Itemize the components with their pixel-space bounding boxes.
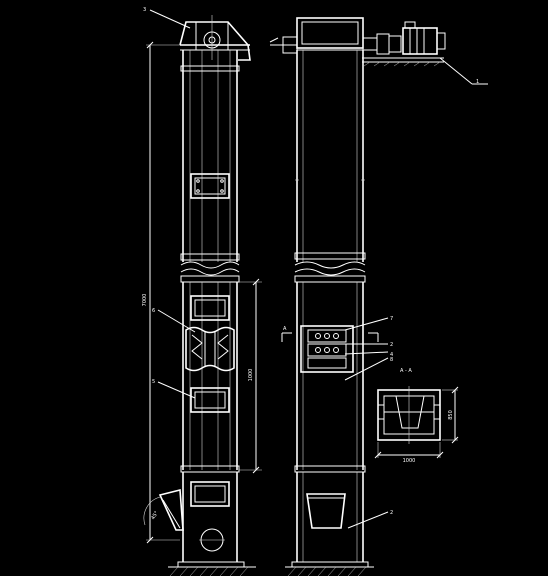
- leader-1-label: 1: [476, 79, 479, 85]
- front-leaders: 7 2 4 8: [344, 316, 393, 381]
- leader-5-label: 5: [152, 379, 155, 385]
- drive-unit: 1: [362, 21, 488, 85]
- front-boot-section: 2: [291, 472, 393, 568]
- side-mid-window-bottom: [190, 387, 230, 413]
- dimension-overall-height: 7000: [142, 41, 180, 544]
- overall-height-label: 7000: [142, 294, 148, 307]
- side-ground: [168, 566, 256, 576]
- leader-2-label: 2: [390, 342, 393, 348]
- side-feed-hopper: [158, 488, 184, 531]
- front-view: 1: [269, 17, 488, 576]
- section-height-label: 850: [448, 410, 454, 420]
- section-a-a: A - A 1000 850: [374, 368, 459, 464]
- side-head-housing: [179, 15, 251, 61]
- leader-7-label: 7: [390, 316, 393, 322]
- leader-3-label: 3: [143, 7, 146, 13]
- section-mark-left: A: [283, 326, 287, 332]
- section-width-label: 1000: [403, 458, 416, 464]
- side-break-line: [180, 261, 240, 276]
- angle-label: 45°: [150, 510, 160, 521]
- side-cutaway-buckets: [185, 326, 235, 372]
- leader-4-label: 4: [390, 352, 393, 358]
- mid-height-label: 1000: [248, 369, 254, 382]
- section-title: A - A: [400, 368, 412, 374]
- front-head: [269, 17, 364, 54]
- dimension-mid-height: 1000: [239, 278, 262, 474]
- side-casing-middle: [180, 275, 240, 473]
- front-inspection-door: [300, 325, 354, 373]
- side-boot-section: [158, 472, 245, 568]
- side-mid-window-top: [190, 295, 230, 321]
- front-ground: [285, 566, 374, 576]
- leader-6-label: 6: [152, 308, 155, 314]
- side-view: 7000 1000 45° 3 6 5: [142, 7, 262, 576]
- front-casing-middle: A: [281, 275, 379, 473]
- front-boot-hopper: [306, 493, 346, 529]
- front-casing-upper: [294, 50, 366, 262]
- leader-9-label: 2: [390, 510, 393, 516]
- side-leaders: 3 6 5: [143, 7, 196, 399]
- drive-motor: [402, 27, 438, 55]
- side-upper-window: [190, 173, 230, 199]
- leader-8-label: 8: [390, 357, 393, 363]
- side-casing-upper: [180, 50, 240, 262]
